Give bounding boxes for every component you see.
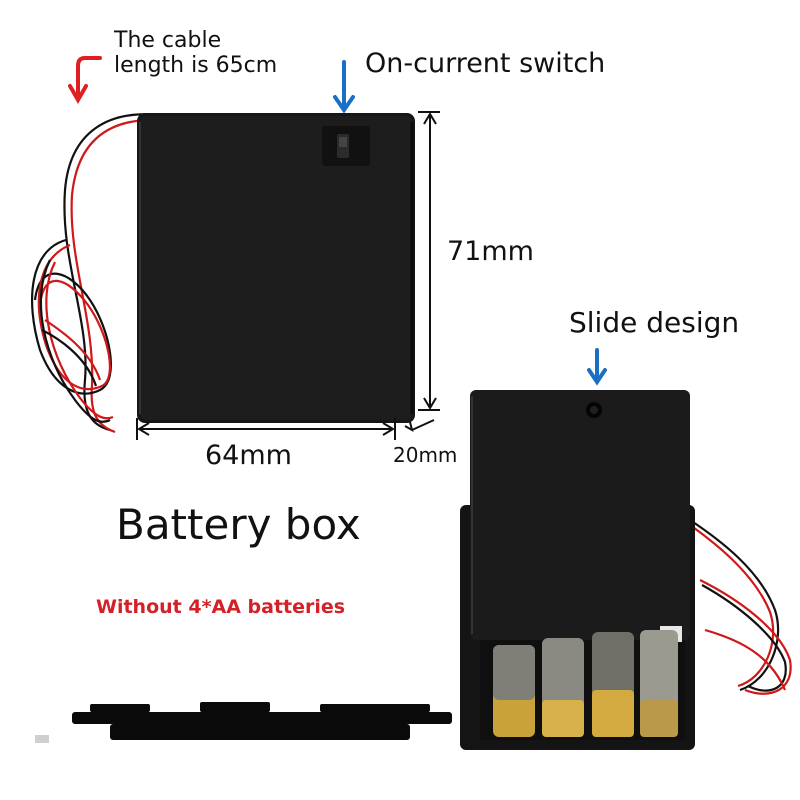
depth-label: 20mm [393, 443, 458, 467]
redacted-text-mark [35, 702, 452, 743]
width-dimension-line [136, 418, 396, 440]
battery-note: Without 4*AA batteries [96, 596, 346, 618]
switch-label: On-current switch [365, 48, 606, 79]
down-arrow-icon [587, 348, 607, 386]
cable-label-line2: length is 65cm [114, 53, 278, 78]
slide-design-label: Slide design [569, 306, 740, 339]
down-arrow-icon [333, 60, 355, 114]
curved-arrow-icon [68, 56, 102, 105]
closed-battery-box [137, 113, 415, 423]
cable-label-line1: The cable [114, 28, 222, 53]
right-cable [689, 519, 792, 695]
depth-dimension-line [404, 419, 435, 433]
cable-length-label: The cable length is 65cm [114, 28, 277, 78]
height-label: 71mm [447, 236, 534, 267]
power-switch-icon [322, 126, 370, 166]
height-dimension-line [418, 111, 440, 411]
product-title: Battery box [116, 500, 361, 549]
width-label: 64mm [205, 440, 292, 471]
aa-batteries [493, 630, 678, 737]
cable-coil [30, 113, 161, 434]
